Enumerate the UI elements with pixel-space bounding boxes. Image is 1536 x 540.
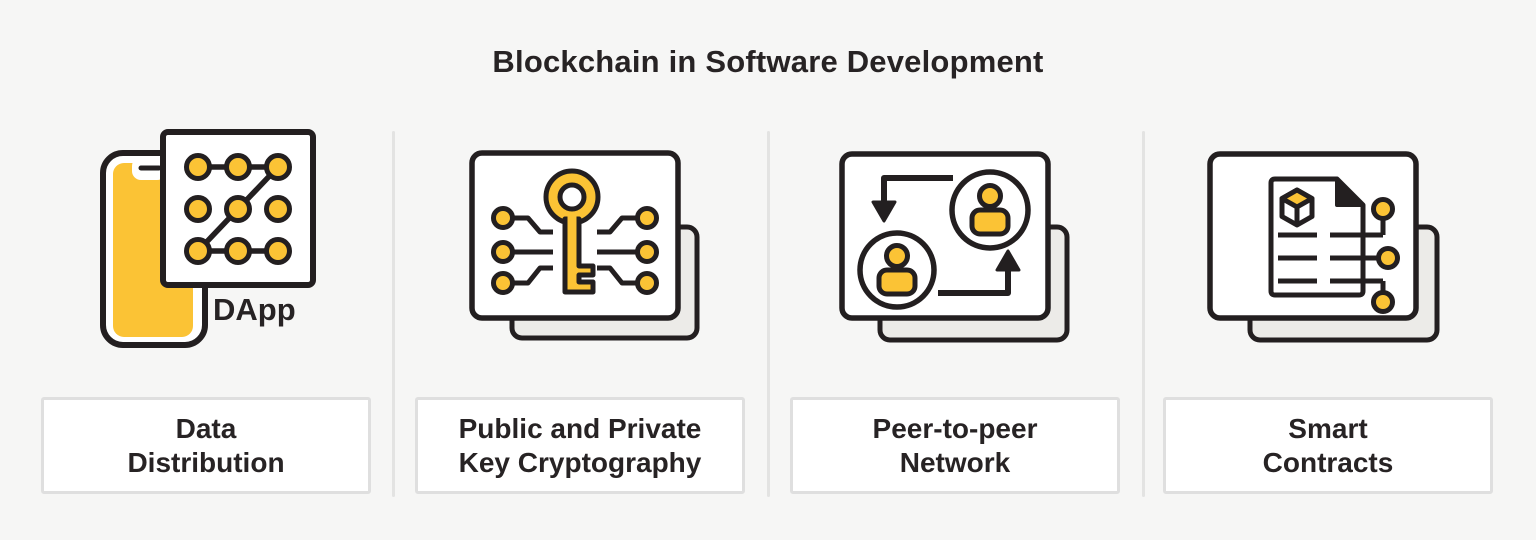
label-data-distribution: Data Distribution (41, 397, 371, 494)
peer-icon (857, 230, 937, 310)
cube-icon (1279, 187, 1315, 228)
peer-icon (949, 169, 1031, 251)
dapp-label: DApp (213, 292, 296, 327)
section-divider (1142, 131, 1145, 497)
label-text: Data Distribution (127, 412, 285, 478)
label-text: Public and Private Key Cryptography (458, 412, 702, 478)
section-divider (767, 131, 770, 497)
key-icon (543, 168, 601, 295)
label-smart-contracts: Smart Contracts (1163, 397, 1493, 494)
page-fold (1335, 177, 1365, 207)
label-peer-to-peer: Peer-to-peer Network (790, 397, 1120, 494)
label-key-cryptography: Public and Private Key Cryptography (415, 397, 745, 494)
label-text: Smart Contracts (1262, 412, 1394, 478)
label-text: Peer-to-peer Network (872, 412, 1038, 478)
circuit-nodes (1371, 197, 1400, 314)
circuit-traces (512, 215, 638, 286)
key-circuit-icon (469, 150, 700, 341)
circuit-nodes (491, 206, 659, 295)
contract-document-icon (1207, 151, 1440, 343)
exchange-arrows (871, 175, 1021, 296)
pattern-dots (184, 153, 292, 265)
page-title: Blockchain in Software Development (492, 44, 1044, 79)
section-divider (392, 131, 395, 497)
peer-exchange-icon (839, 151, 1070, 343)
dapp-phone-icon (100, 129, 316, 348)
